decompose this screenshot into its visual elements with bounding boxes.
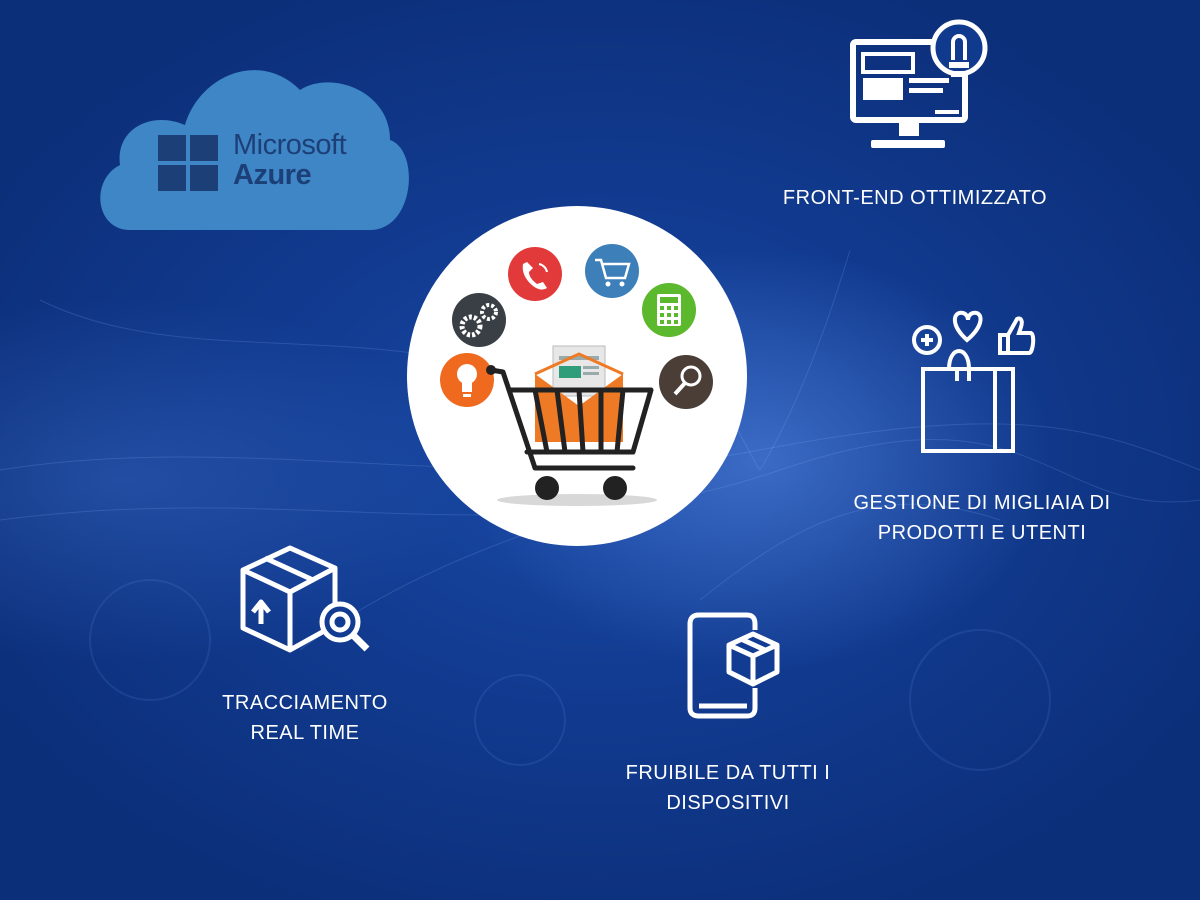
logo-line1: Microsoft [233,129,347,161]
devices-line1: FRUIBILE DA TUTTI I [625,762,831,784]
feature-frontend-label: FRONT-END OTTIMIZZATO [760,183,1070,213]
feature-management-label: GESTIONE DI MIGLIAIA DI PRODOTTI E UTENT… [830,488,1134,548]
windows-icon [158,135,218,191]
calculator-icon [642,283,696,337]
cart-body-icon [488,367,654,471]
devices-line2: DISPOSITIVI [666,792,790,814]
feature-devices-label: FRUIBILE DA TUTTI I DISPOSITIVI [595,758,861,818]
tracking-line2: REAL TIME [250,722,360,744]
magnifier-icon [659,355,713,409]
cloud-icon [100,70,409,231]
monitor-lightbulb-icon [845,18,990,158]
shopping-bag-icon [905,305,1040,460]
logo-text: Microsoft Azure [233,129,347,191]
management-line1: GESTIONE DI MIGLIAIA DI [853,492,1111,514]
logo-line2: Azure [233,159,312,191]
frontend-label: FRONT-END OTTIMIZZATO [782,187,1048,209]
feature-tracking-label: TRACCIAMENTO REAL TIME [190,688,420,748]
smartphone-package-icon [685,610,785,720]
package-search-icon [235,540,375,655]
management-line2: PRODOTTI E UTENTI [877,522,1087,544]
gears-icon [452,293,506,347]
phone-icon [508,247,562,301]
tracking-line1: TRACCIAMENTO [222,692,388,714]
ecommerce-cart-icon [440,244,713,506]
center-illustration [407,206,747,546]
azure-logo: Microsoft Azure [90,30,410,235]
cart-icon [585,244,639,298]
lightbulb-icon [440,353,494,407]
